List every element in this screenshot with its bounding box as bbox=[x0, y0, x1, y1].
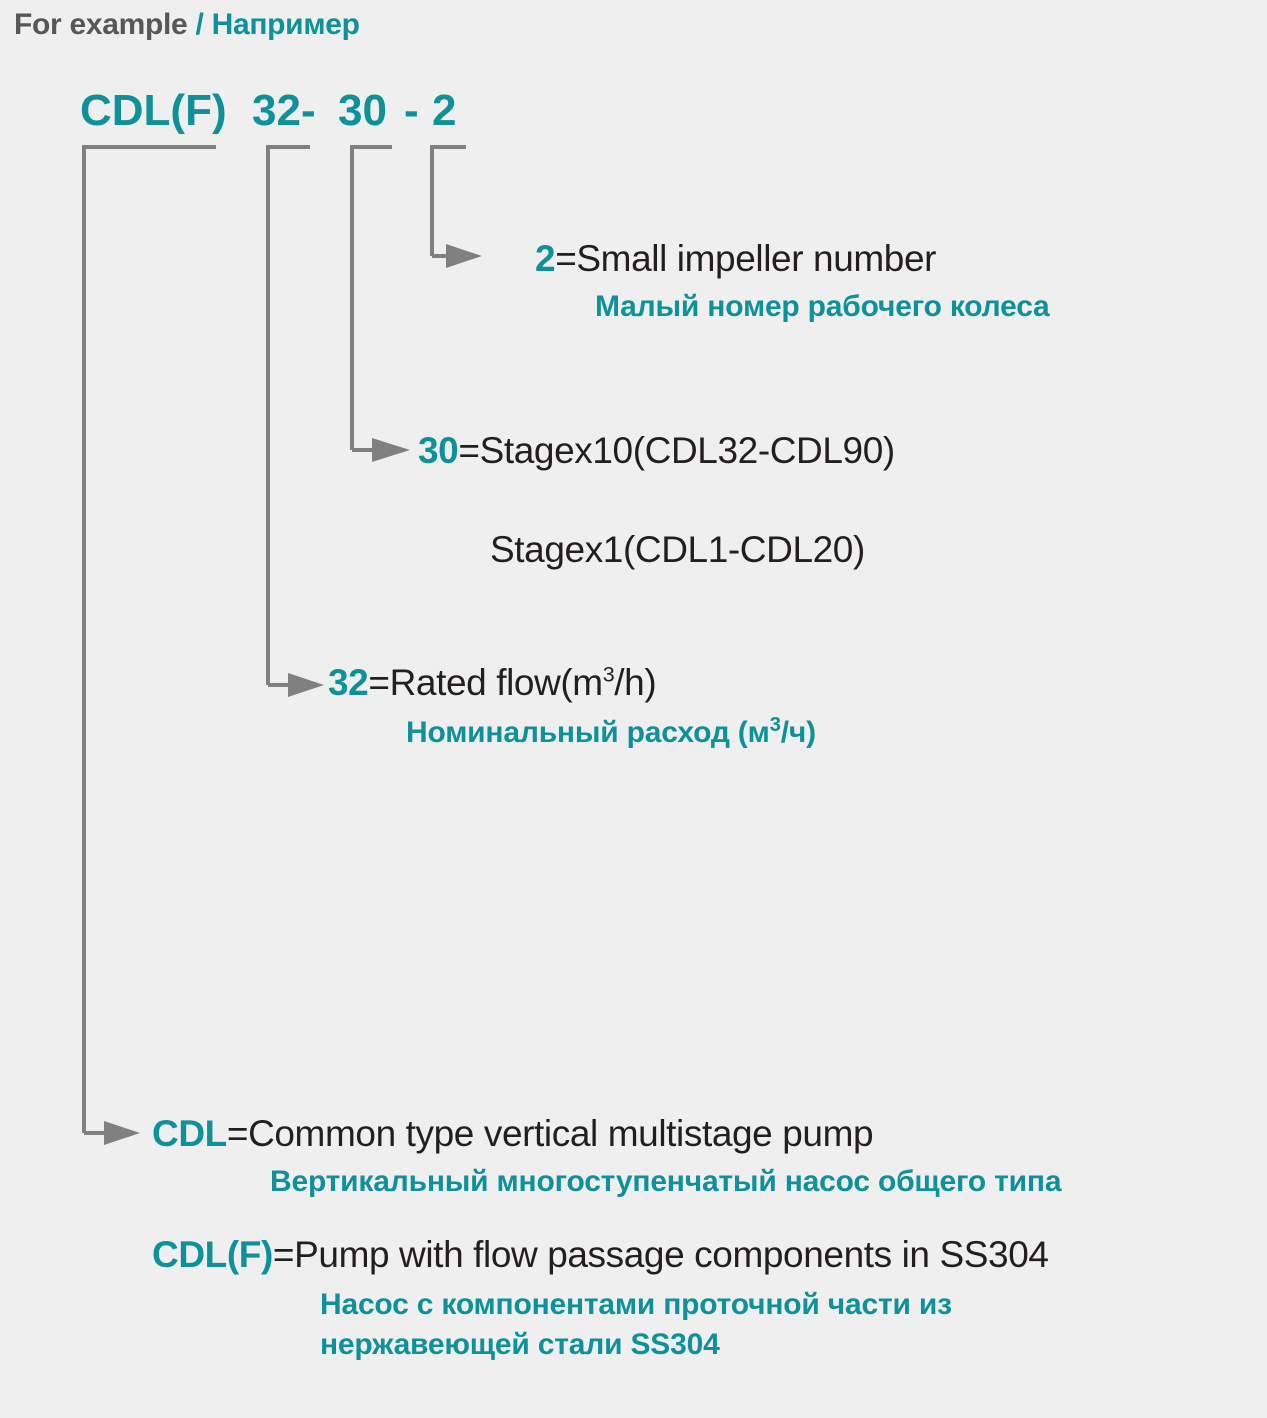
definition-cdlf-russian-line1: Насос с компонентами проточной части из bbox=[320, 1287, 952, 1321]
definition-impeller-english: 2=Small impeller number bbox=[535, 238, 1050, 281]
definition-cdl-russian: Вертикальный многоступенчатый насос обще… bbox=[270, 1164, 1062, 1198]
definition-flow-key: 32 bbox=[328, 662, 369, 703]
definition-flow-text-prefix: Rated flow(m bbox=[389, 662, 604, 703]
model-code-label: CDL(F) 32- 30 - 2 bbox=[0, 86, 1267, 146]
definition-flow-russian-suffix: /ч) bbox=[780, 715, 816, 749]
definition-stage-text: Stagex10(CDL32-CDL90) bbox=[479, 430, 896, 471]
definition-flow-text-suffix: /h) bbox=[614, 662, 657, 703]
definition-flow-russian: Номинальный расход (м3/ч) bbox=[406, 713, 816, 752]
definition-stage-equals: = bbox=[458, 430, 480, 471]
leader-line-impeller bbox=[430, 145, 466, 256]
definition-cdlf-key: CDL(F) bbox=[152, 1234, 273, 1275]
definition-flow-english: 32=Rated flow(m3/h) bbox=[328, 662, 816, 705]
definition-stage-alternate: Stagex1(CDL1-CDL20) bbox=[490, 528, 865, 570]
arrow-head-stage bbox=[372, 438, 410, 462]
definition-cdlf-equals: = bbox=[272, 1234, 295, 1275]
leader-line-flow bbox=[266, 145, 310, 685]
definition-cdl-equals: = bbox=[226, 1113, 249, 1154]
definition-cdlf: CDL(F)=Pump with flow passage components… bbox=[152, 1234, 1049, 1362]
page-title-separator: / bbox=[195, 8, 204, 41]
arrow-head-impeller bbox=[446, 244, 482, 268]
definition-impeller: 2=Small impeller number Малый номер рабо… bbox=[535, 238, 1050, 326]
model-code-stage: 30 bbox=[338, 86, 387, 135]
definition-impeller-key: 2 bbox=[535, 238, 556, 279]
arrow-head-cdl bbox=[104, 1121, 140, 1145]
model-code-brand: CDL(F) bbox=[80, 86, 227, 135]
definition-cdl-english: CDL=Common type vertical multistage pump bbox=[152, 1113, 1061, 1156]
definition-stage-english: 30=Stagex10(CDL32-CDL90) bbox=[418, 430, 895, 473]
definition-impeller-text: Small impeller number bbox=[576, 238, 937, 279]
definition-flow-russian-superscript: 3 bbox=[769, 713, 781, 736]
definition-stage-key: 30 bbox=[418, 430, 459, 471]
definition-stage: 30=Stagex10(CDL32-CDL90) Stagex1(CDL1-CD… bbox=[418, 430, 895, 571]
definition-impeller-russian: Малый номер рабочего колеса bbox=[595, 289, 1050, 323]
definition-cdlf-english: CDL(F)=Pump with flow passage components… bbox=[152, 1234, 1049, 1277]
definition-cdl: CDL=Common type vertical multistage pump… bbox=[152, 1113, 1062, 1201]
leader-line-cdl bbox=[82, 145, 216, 1133]
definition-flow-equals: = bbox=[368, 662, 390, 703]
page-title: For example / Например bbox=[14, 8, 360, 42]
definition-cdlf-text: Pump with flow passage components in SS3… bbox=[294, 1234, 1049, 1275]
definition-flow-superscript: 3 bbox=[602, 662, 615, 687]
definition-flow: 32=Rated flow(m3/h) Номинальный расход (… bbox=[328, 662, 816, 752]
definition-cdl-key: CDL bbox=[152, 1113, 227, 1154]
definition-cdlf-russian-line2: нержавеющей стали SS304 bbox=[320, 1327, 720, 1361]
page-title-english: For example bbox=[14, 8, 188, 41]
definition-cdl-text: Common type vertical multistage pump bbox=[248, 1113, 874, 1154]
page-title-russian: Например bbox=[211, 8, 360, 41]
model-code-separator: - bbox=[404, 86, 419, 135]
model-code-flow: 32- bbox=[252, 86, 316, 135]
definition-impeller-equals: = bbox=[555, 238, 577, 279]
leader-line-stage bbox=[350, 145, 392, 450]
arrow-head-flow bbox=[288, 673, 324, 697]
definition-flow-russian-prefix: Номинальный расход (м bbox=[406, 715, 770, 749]
model-code-impeller: 2 bbox=[432, 86, 457, 135]
